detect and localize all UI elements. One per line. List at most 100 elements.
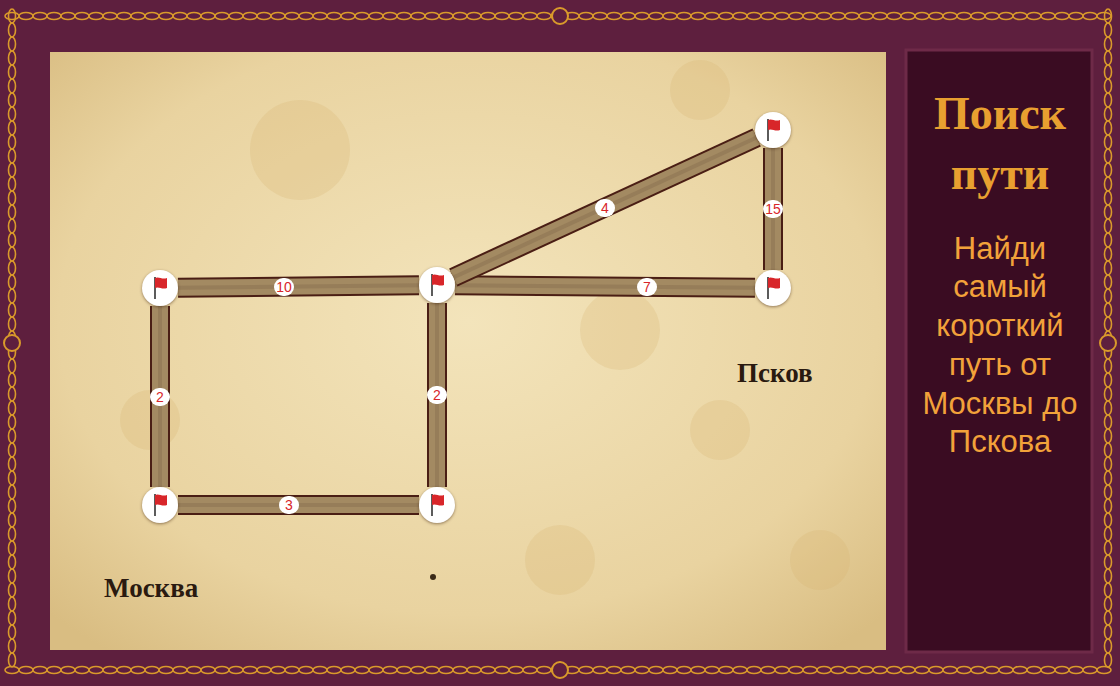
chain-link (1105, 37, 1112, 51)
chain-link (747, 13, 761, 20)
chain-link (733, 13, 747, 20)
distance-number: 4 (595, 199, 615, 217)
flag-point: Москва (142, 487, 178, 523)
chain-link (607, 667, 621, 674)
flag-point (419, 267, 455, 303)
chain-link (1105, 485, 1112, 499)
chain-link (663, 13, 677, 20)
chain-link (1105, 93, 1112, 107)
city-name: Москва (104, 573, 198, 604)
chain-link (159, 13, 173, 20)
chain-link (173, 13, 187, 20)
chain-link (9, 163, 16, 177)
flag-icon (419, 487, 455, 523)
chain-link (943, 13, 957, 20)
flag-point (755, 112, 791, 148)
chain-link (1105, 121, 1112, 135)
chain-link (971, 667, 985, 674)
chain-link (481, 13, 495, 20)
road-track (455, 285, 755, 288)
chain-link (985, 13, 999, 20)
stain (670, 60, 730, 120)
side-panel: Поиск пути Найди самый короткий путь от … (910, 52, 1090, 650)
chain-link (691, 667, 705, 674)
chain-link (9, 121, 16, 135)
chain-link (47, 667, 61, 674)
road (178, 285, 419, 288)
chain-link (761, 667, 775, 674)
chain-link (257, 13, 271, 20)
chain-link (593, 13, 607, 20)
chain-link (705, 13, 719, 20)
road-track (178, 285, 419, 288)
chain-link (9, 527, 16, 541)
chain-link (131, 667, 145, 674)
chain-link (1105, 65, 1112, 79)
chain-link (411, 667, 425, 674)
road-connector (178, 285, 419, 288)
chain-link (243, 667, 257, 674)
chain-link (873, 13, 887, 20)
chain-link (383, 13, 397, 20)
chain-knot (552, 8, 568, 24)
chain-link (229, 13, 243, 20)
chain-link (803, 667, 817, 674)
chain-link (9, 611, 16, 625)
chain-link (649, 667, 663, 674)
chain-link (789, 13, 803, 20)
chain-link (719, 667, 733, 674)
chain-link (75, 13, 89, 20)
chain-link (9, 317, 16, 331)
chain-link (61, 13, 75, 20)
chain-link (355, 13, 369, 20)
chain-link (9, 415, 16, 429)
chain-link (831, 13, 845, 20)
flag-icon (419, 267, 455, 303)
chain-link (929, 667, 943, 674)
chain-link (425, 13, 439, 20)
chain-link (33, 667, 47, 674)
chain-link (579, 13, 593, 20)
chain-link (1105, 499, 1112, 513)
distance-number: 15 (763, 200, 783, 218)
chain-link (1105, 289, 1112, 303)
stain (690, 400, 750, 460)
chain-link (985, 667, 999, 674)
chain-link (1105, 541, 1112, 555)
road-edge (763, 148, 783, 270)
chain-link (9, 401, 16, 415)
parchment (50, 52, 886, 650)
ink-dot (430, 574, 436, 580)
chain-link (1105, 527, 1112, 541)
chain-link (1013, 13, 1027, 20)
caption: Найди самый короткий путь от Москвы до П… (910, 230, 1090, 463)
chain-border (4, 8, 1116, 678)
title-panel (906, 50, 1092, 652)
chain-link (215, 667, 229, 674)
flag-cloth (768, 277, 780, 288)
chain-link (19, 13, 33, 20)
chain-link (747, 667, 761, 674)
chain-knot (1100, 335, 1116, 351)
flag-icon (142, 487, 178, 523)
chain-link (313, 667, 327, 674)
chain-link (1069, 13, 1083, 20)
chain-link (1105, 317, 1112, 331)
chain-link (663, 667, 677, 674)
chain-link (9, 387, 16, 401)
chain-link (243, 13, 257, 20)
chain-link (89, 667, 103, 674)
chain-link (845, 667, 859, 674)
chain-link (817, 667, 831, 674)
chain-link (537, 667, 551, 674)
chain-link (887, 667, 901, 674)
chain-link (1027, 13, 1041, 20)
chain-link (145, 667, 159, 674)
chain-link (509, 13, 523, 20)
chain-link (9, 303, 16, 317)
chain-link (901, 13, 915, 20)
chain-link (369, 667, 383, 674)
chain-link (9, 107, 16, 121)
chain-link (9, 177, 16, 191)
chain-link (159, 667, 173, 674)
